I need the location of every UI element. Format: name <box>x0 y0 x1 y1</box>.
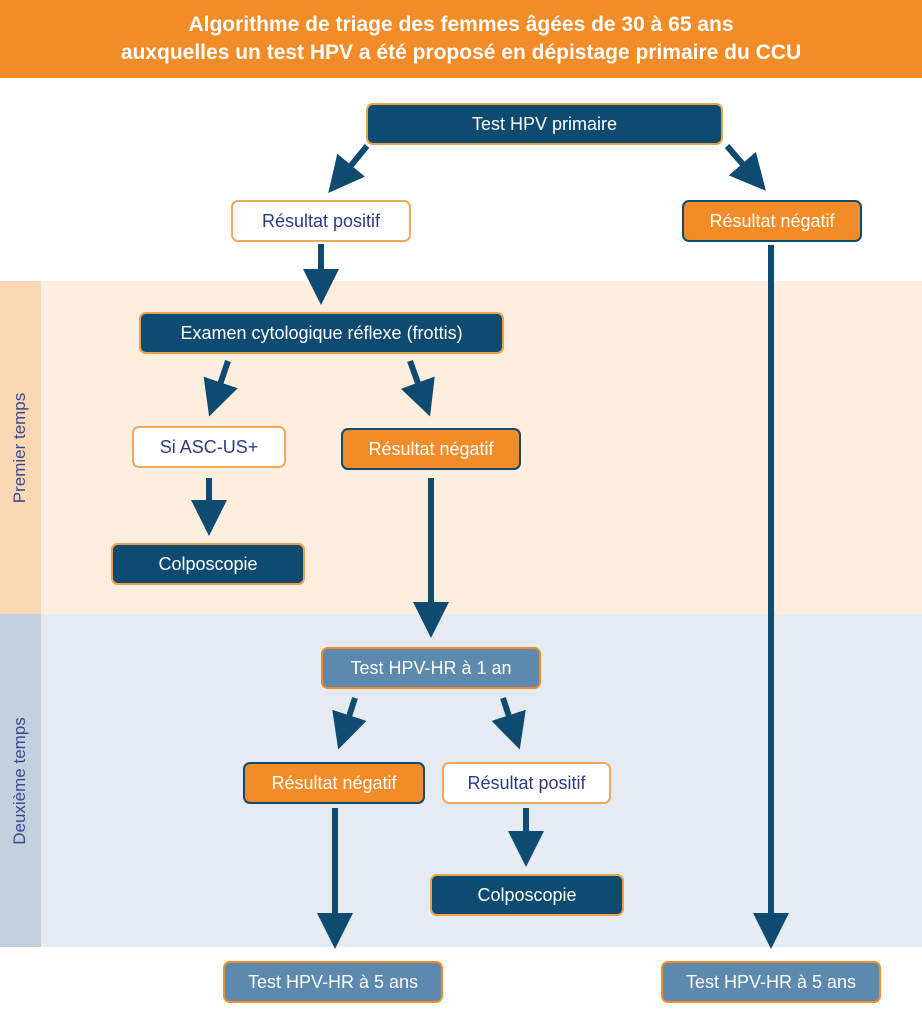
test-hpv-hr-5-years-right-node: Test HPV-HR à 5 ans <box>661 961 881 1003</box>
cytology-exam-node: Examen cytologique réflexe (frottis) <box>139 312 504 354</box>
first-stage-sidebar: Premier temps <box>0 281 41 614</box>
title-banner: Algorithme de triage des femmes âgées de… <box>0 0 922 78</box>
test-hpv-primaire-node: Test HPV primaire <box>366 103 723 145</box>
title-line-1: Algorithme de triage des femmes âgées de… <box>188 13 734 36</box>
arrow-primary-to-positive <box>328 144 370 193</box>
arrow-cytology-to-negative <box>400 359 435 417</box>
colposcopie-node-second: Colposcopie <box>430 874 624 916</box>
asc-us-node: Si ASC-US+ <box>132 426 286 468</box>
negative-result-node: Résultat négatif <box>682 200 862 242</box>
arrow-cytology-to-ascus <box>203 360 238 417</box>
title-line-2: auxquelles un test HPV a été proposé en … <box>120 41 802 64</box>
positive-result-node: Résultat positif <box>231 200 411 242</box>
colposcopie-node-first: Colposcopie <box>111 543 305 585</box>
arrow-primary-to-negative <box>724 144 766 191</box>
cytology-negative-node: Résultat négatif <box>341 428 521 470</box>
arrow-1year-to-negative <box>332 697 367 750</box>
second-positive-node: Résultat positif <box>442 762 611 804</box>
second-stage-sidebar: Deuxième temps <box>0 614 41 947</box>
test-hpv-hr-5-years-left-node: Test HPV-HR à 5 ans <box>223 961 443 1003</box>
arrow-1year-to-positive <box>491 697 526 750</box>
second-negative-node: Résultat négatif <box>243 762 425 804</box>
test-hpv-hr-1-year-node: Test HPV-HR à 1 an <box>321 647 541 689</box>
